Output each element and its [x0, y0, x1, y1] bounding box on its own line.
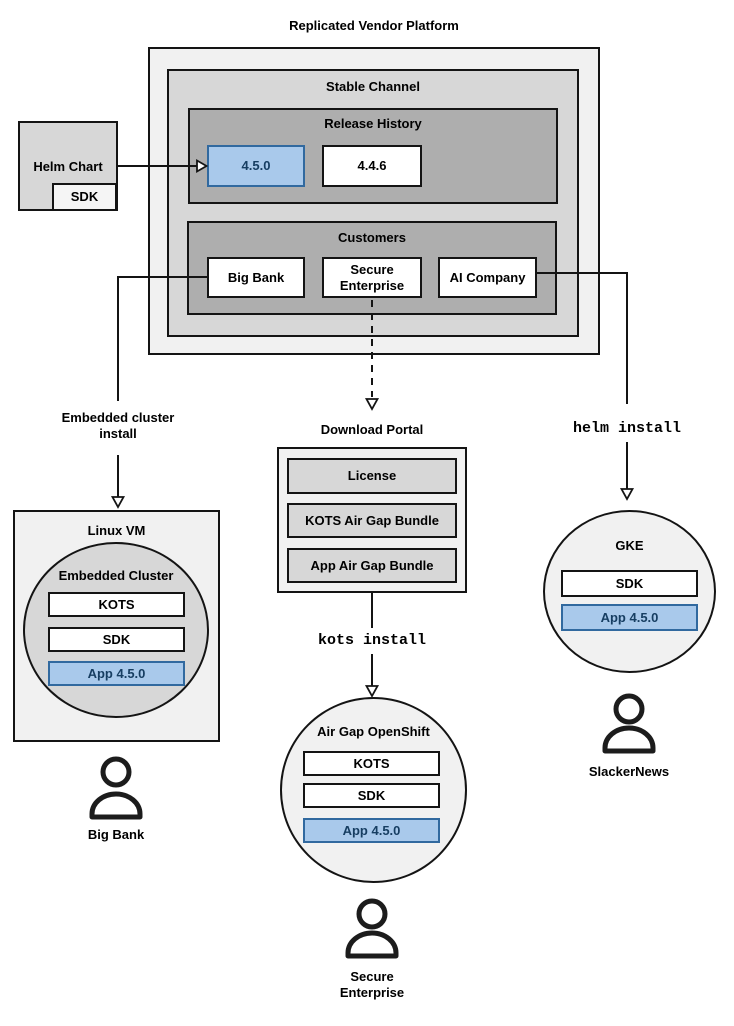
kots-install-edge-label: kots install — [317, 632, 427, 649]
openshift-sdk-box: SDK — [303, 783, 440, 808]
slackernews-user-icon — [602, 693, 656, 754]
embedded-cluster-sdk-box: SDK — [48, 627, 185, 652]
release-450-label: 4.5.0 — [241, 158, 271, 174]
gke-app-box: App 4.5.0 — [561, 604, 698, 631]
app-airgap-bundle-box: App Air Gap Bundle — [287, 548, 457, 583]
license-label: License — [347, 468, 397, 484]
embedded-cluster-sdk-label: SDK — [102, 631, 131, 647]
customer-ai-company-box: AI Company — [438, 257, 537, 298]
kots-airgap-bundle-label: KOTS Air Gap Bundle — [305, 512, 439, 528]
customer-big-bank-label: Big Bank — [227, 269, 285, 285]
openshift-sdk-label: SDK — [357, 787, 386, 803]
slackernews-user-label: SlackerNews — [588, 764, 670, 779]
kots-airgap-bundle-box: KOTS Air Gap Bundle — [287, 503, 457, 538]
gke-label: GKE — [615, 538, 644, 553]
openshift-app-label: App 4.5.0 — [342, 822, 401, 838]
linux-vm-label: Linux VM — [87, 523, 146, 538]
download-portal-title: Download Portal — [320, 422, 424, 437]
openshift-kots-box: KOTS — [303, 751, 440, 776]
air-gap-openshift-label: Air Gap OpenShift — [317, 724, 430, 739]
big-bank-user-icon — [89, 756, 143, 820]
helm-install-edge-label: helm install — [572, 420, 682, 437]
gke-sdk-label: SDK — [615, 575, 644, 591]
release-446-label: 4.4.6 — [357, 158, 387, 174]
customer-secure-enterprise-box: Secure Enterprise — [322, 257, 422, 298]
big-bank-user-label: Big Bank — [87, 827, 145, 842]
embedded-cluster-label: Embedded Cluster — [58, 568, 174, 583]
app-airgap-bundle-label: App Air Gap Bundle — [310, 557, 434, 573]
embedded-cluster-kots-box: KOTS — [48, 592, 185, 617]
embedded-cluster-kots-label: KOTS — [98, 596, 135, 612]
customer-big-bank-box: Big Bank — [207, 257, 305, 298]
gke-app-label: App 4.5.0 — [600, 609, 659, 625]
helm-chart-sdk-box: SDK — [52, 183, 117, 211]
gke-sdk-box: SDK — [561, 570, 698, 597]
stable-channel-label: Stable Channel — [326, 79, 420, 94]
embedded-cluster-app-box: App 4.5.0 — [48, 661, 185, 686]
release-450-box: 4.5.0 — [207, 145, 305, 187]
helm-chart-label: Helm Chart — [33, 159, 103, 174]
openshift-kots-label: KOTS — [353, 755, 390, 771]
customer-ai-company-label: AI Company — [449, 269, 526, 285]
customer-secure-enterprise-label: Secure Enterprise — [339, 262, 405, 293]
embedded-install-edge-label: Embedded cluster install — [61, 410, 175, 442]
embedded-cluster-app-label: App 4.5.0 — [87, 665, 146, 681]
helm-chart-sdk-label: SDK — [70, 189, 99, 205]
customers-label: Customers — [338, 230, 406, 245]
diagram-title: Replicated Vendor Platform — [289, 18, 459, 33]
secure-enterprise-user-label: Secure Enterprise — [339, 969, 405, 1001]
release-446-box: 4.4.6 — [322, 145, 422, 187]
secure-enterprise-user-icon — [345, 898, 399, 959]
openshift-app-box: App 4.5.0 — [303, 818, 440, 843]
release-history-label: Release History — [324, 116, 422, 131]
license-box: License — [287, 458, 457, 494]
